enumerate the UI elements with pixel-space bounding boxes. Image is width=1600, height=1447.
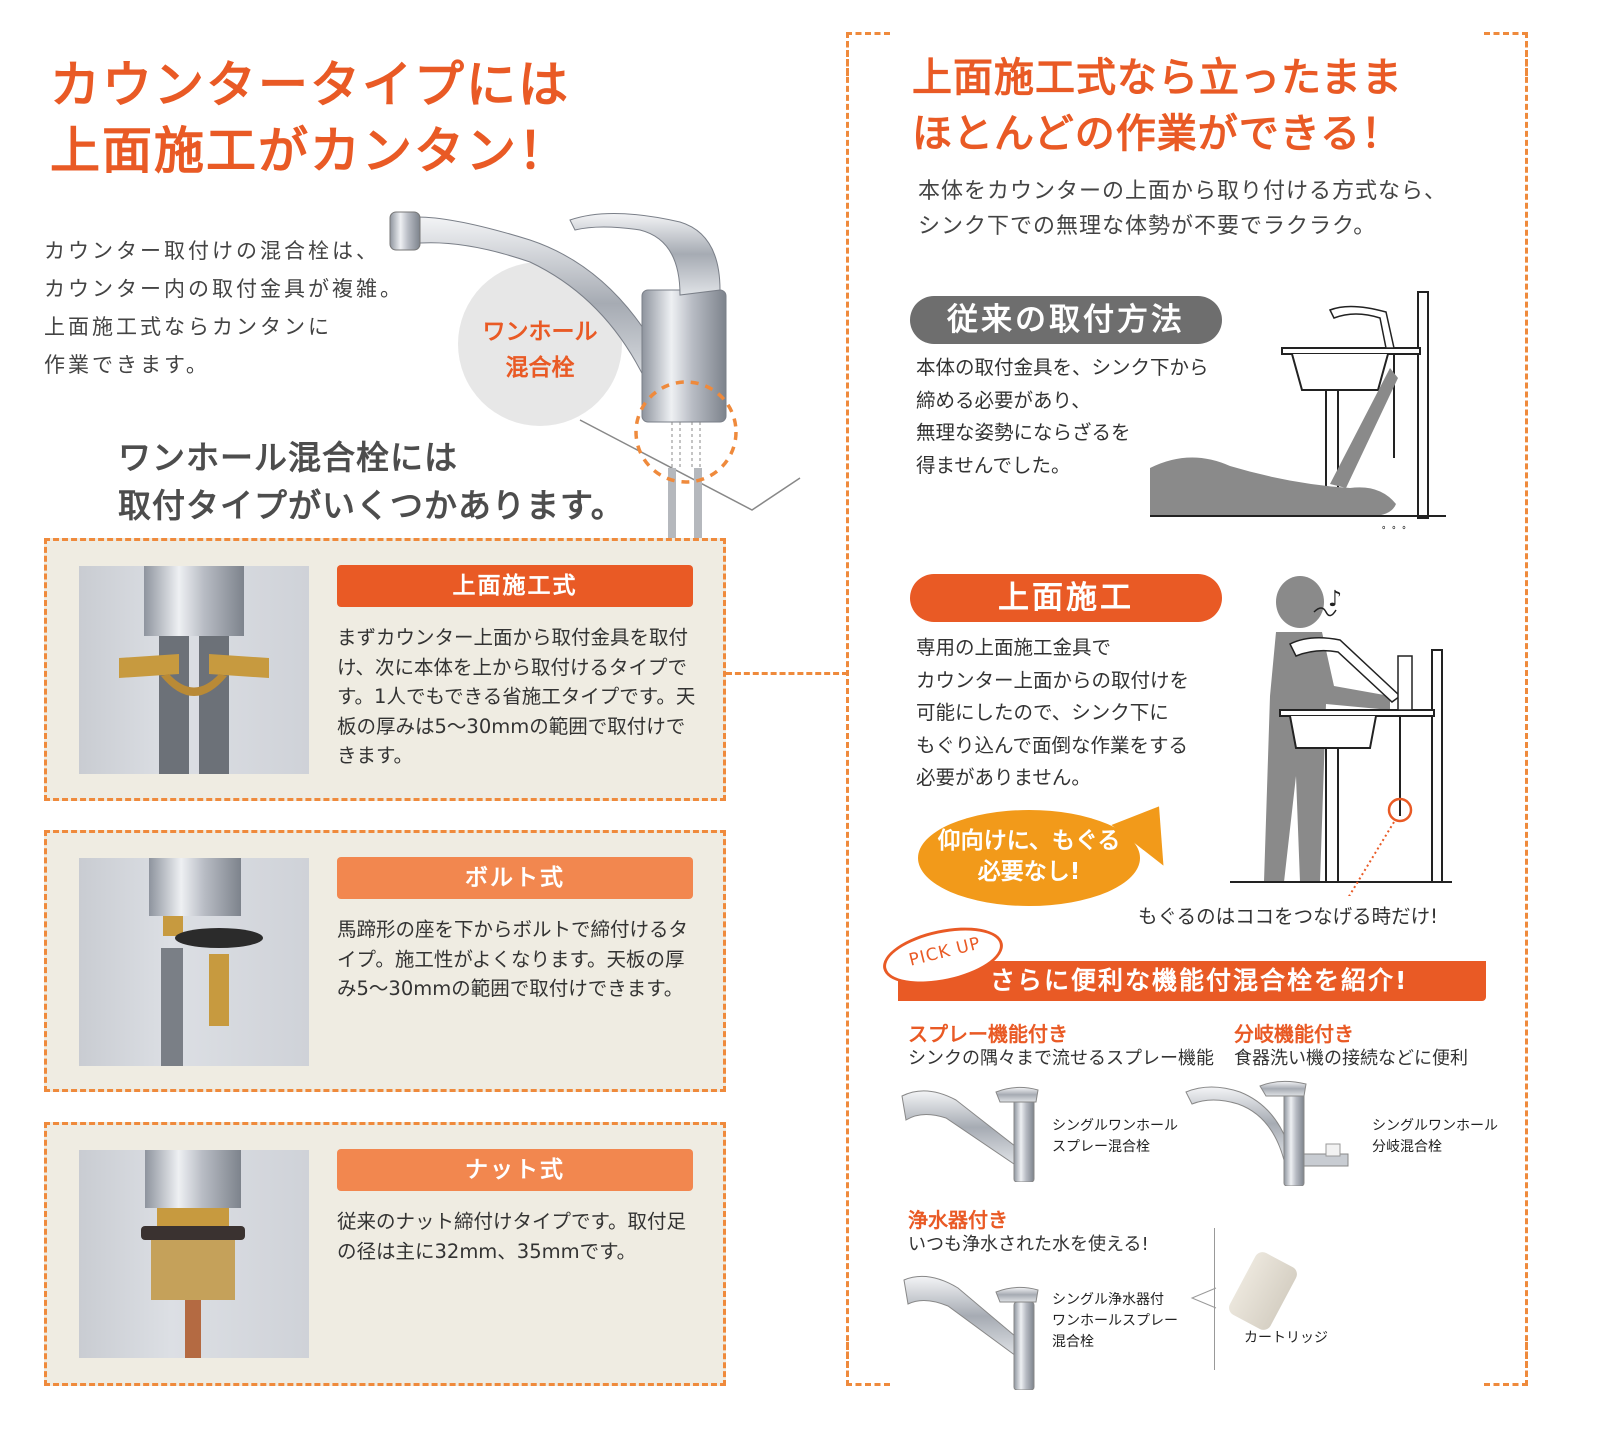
frame-right-edge <box>1525 32 1528 1386</box>
feature-spray-title: スプレー機能付き <box>908 1022 1068 1046</box>
top-mount-right-description: 専用の上面施工金具で カウンター上面からの取付けを 可能にしたので、シンク下に … <box>916 636 1190 789</box>
one-hole-mixer-label: ワンホール 混合栓 <box>482 319 598 381</box>
cartridge-label: カートリッジ <box>1244 1330 1328 1346</box>
nut-fitting-icon <box>141 1150 245 1358</box>
conventional-method-label: 従来の取付方法 <box>910 296 1222 344</box>
top-mount-photo <box>79 566 309 774</box>
intro-text: カウンター取付けの混合栓は、 カウンター内の取付金具が複雑。 上面施工式ならカン… <box>44 239 404 377</box>
nut-type-photo <box>79 1150 309 1358</box>
bolt-fitting-icon <box>149 858 263 1066</box>
type-card-bolt: ボルト式 馬蹄形の座を下からボルトで締付けるタイプ。施工性がよくなります。天板の… <box>44 830 726 1092</box>
right-title: 上面施工式なら立ったまま ほとんどの作業ができる！ <box>912 55 1403 157</box>
purifier-product-name: シングル浄水器付 ワンホールスプレー 混合栓 <box>1052 1292 1178 1350</box>
type-card-top-mount: 上面施工式 まずカウンター上面から取付金具を取付け、次に本体を上から取付けるタイ… <box>44 538 726 801</box>
branch-product-name: シングルワンホール 分岐混合栓 <box>1372 1118 1498 1155</box>
standing-worker-illustration-icon: ♪ <box>1230 576 1452 896</box>
feature-purifier-desc: いつも浄水された水を使える! <box>908 1234 1149 1255</box>
spray-product-name: シングルワンホール スプレー混合栓 <box>1052 1118 1178 1155</box>
frame-corner-br <box>1484 1342 1528 1386</box>
faucet-illustration-icon <box>389 211 801 545</box>
badge-nut: ナット式 <box>337 1149 693 1191</box>
badge-top-mount: 上面施工式 <box>337 565 693 607</box>
bolt-type-photo <box>79 858 309 1066</box>
frame-corner-tl <box>846 32 890 76</box>
lying-worker-illustration-icon: ﾟ ﾟ ﾟ <box>1150 291 1446 542</box>
feature-purifier-title: 浄水器付き <box>908 1208 1008 1232</box>
nut-description: 従来のナット締付けタイプです。取付足の径は主に32mm、35mmです。 <box>337 1210 687 1263</box>
bracket-pointer-icon <box>1190 1287 1217 1309</box>
badge-bolt: ボルト式 <box>337 857 693 899</box>
top-mount-description: まずカウンター上面から取付金具を取付け、次に本体を上から取付けるタイプです。1人… <box>337 626 696 767</box>
purifier-faucet-icon <box>903 1275 1039 1390</box>
no-need-to-crawl-bubble: 仰向けに、もぐる 必要なし! <box>918 810 1140 906</box>
connection-note: もぐるのはココをつなげる時だけ! <box>1138 905 1438 928</box>
bolt-description: 馬蹄形の座を下からボルトで締付けるタイプ。施工性がよくなります。天板の厚み5〜3… <box>337 918 689 1000</box>
right-lead-text: 本体をカウンターの上面から取り付ける方式なら、 シンク下での無理な体勢が不要でラ… <box>918 179 1448 239</box>
conventional-description: 本体の取付金具を、シンク下から 締める必要があり、 無理な姿勢にならざるを 得ま… <box>916 356 1209 477</box>
feature-spray-desc: シンクの隅々まで流せるスプレー機能 <box>908 1048 1214 1069</box>
svg-text:ﾟ ﾟ ﾟ: ﾟ ﾟ ﾟ <box>1382 526 1409 542</box>
frame-corner-bl <box>846 1342 890 1386</box>
frame-corner-tr <box>1484 32 1528 76</box>
cartridge-icon <box>1226 1249 1300 1333</box>
top-mount-fitting-icon <box>119 566 269 774</box>
feature-branch-title: 分岐機能付き <box>1234 1022 1354 1046</box>
section-subtitle: ワンホール混合栓には 取付タイプがいくつかあります。 <box>118 438 625 525</box>
top-mount-label: 上面施工 <box>910 574 1222 622</box>
type-card-nut: ナット式 従来のナット締付けタイプです。取付足の径は主に32mm、35mmです。 <box>44 1122 726 1386</box>
accessory-divider <box>1214 1228 1215 1370</box>
dashed-connector <box>726 672 848 675</box>
feature-branch-desc: 食器洗い機の接続などに便利 <box>1234 1048 1468 1069</box>
svg-text:♪: ♪ <box>1328 587 1342 612</box>
pickup-heading: さらに便利な機能付混合栓を紹介! <box>898 961 1486 1001</box>
branch-faucet-icon <box>1185 1080 1349 1186</box>
spray-faucet-icon <box>901 1086 1039 1182</box>
main-title: カウンタータイプには 上面施工がカンタン！ <box>50 56 570 180</box>
frame-left-edge <box>846 32 849 1386</box>
